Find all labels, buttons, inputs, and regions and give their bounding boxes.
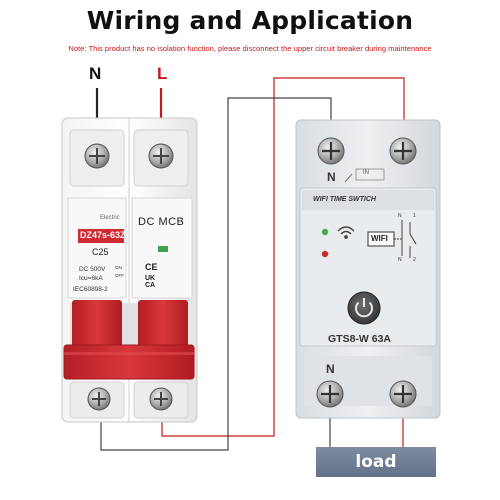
load-label: load bbox=[355, 452, 397, 472]
breaker-standard: IEC60898-2 bbox=[73, 286, 108, 293]
breaker-bottom-screw-l-icon[interactable] bbox=[149, 387, 173, 411]
power-led-icon bbox=[321, 228, 329, 236]
timer-bottom-screw-n-icon[interactable] bbox=[316, 380, 344, 408]
breaker-type-label: DC MCB bbox=[138, 216, 185, 228]
timer-bottom-n-label: N bbox=[326, 362, 335, 376]
breaker-toggle-handle[interactable] bbox=[63, 344, 195, 380]
timer-bottom-screw-l-icon[interactable] bbox=[389, 380, 417, 408]
breaker-ce-mark: CE bbox=[145, 262, 158, 272]
breaker-bottom-screw-n-icon[interactable] bbox=[87, 387, 111, 411]
status-led-icon bbox=[321, 250, 329, 258]
schematic-top-num: 1 bbox=[413, 213, 416, 219]
breaker-voltage: DC 500V bbox=[79, 266, 106, 273]
power-button[interactable] bbox=[347, 291, 381, 325]
neutral-label: N bbox=[89, 64, 102, 83]
schematic-bottom-n: N bbox=[398, 257, 402, 263]
timer-top-screw-l-icon[interactable] bbox=[389, 137, 417, 165]
timer-in-label: IN bbox=[363, 170, 369, 176]
schematic-bottom-num: 2 bbox=[413, 257, 416, 263]
dc-mcb-breaker bbox=[61, 117, 198, 423]
timer-model: GTS8-W 63A bbox=[328, 333, 392, 345]
breaker-icu: Icu=6kA bbox=[79, 275, 103, 282]
switch-schematic-icon bbox=[394, 220, 417, 258]
load-box: load bbox=[316, 447, 436, 477]
live-output-wire bbox=[161, 77, 405, 437]
wifi-icon bbox=[337, 226, 355, 239]
breaker-model: DZ47s-63Z bbox=[80, 230, 126, 240]
neutral-output-wire bbox=[100, 97, 332, 451]
page-title: Wiring and Application bbox=[86, 6, 414, 35]
wifi-time-switch bbox=[295, 119, 441, 419]
timer-wifi-label: WIFI bbox=[371, 234, 388, 243]
breaker-top-screw-l-icon[interactable] bbox=[148, 143, 174, 169]
breaker-top-screw-n-icon[interactable] bbox=[84, 143, 110, 169]
timer-top-n-label: N bbox=[327, 170, 336, 184]
maintenance-note: Note: This product has no isolation func… bbox=[68, 44, 432, 53]
live-label: L bbox=[157, 64, 168, 83]
breaker-off-label: OFF bbox=[115, 273, 124, 278]
schematic-top-n: N bbox=[398, 213, 402, 219]
breaker-brand: Electric bbox=[100, 215, 120, 221]
timer-header: WIFI TIME SWTICH bbox=[313, 196, 376, 203]
breaker-on-label: ON bbox=[115, 265, 122, 270]
timer-top-screw-n-icon[interactable] bbox=[317, 137, 345, 165]
breaker-rating: C25 bbox=[92, 247, 109, 257]
